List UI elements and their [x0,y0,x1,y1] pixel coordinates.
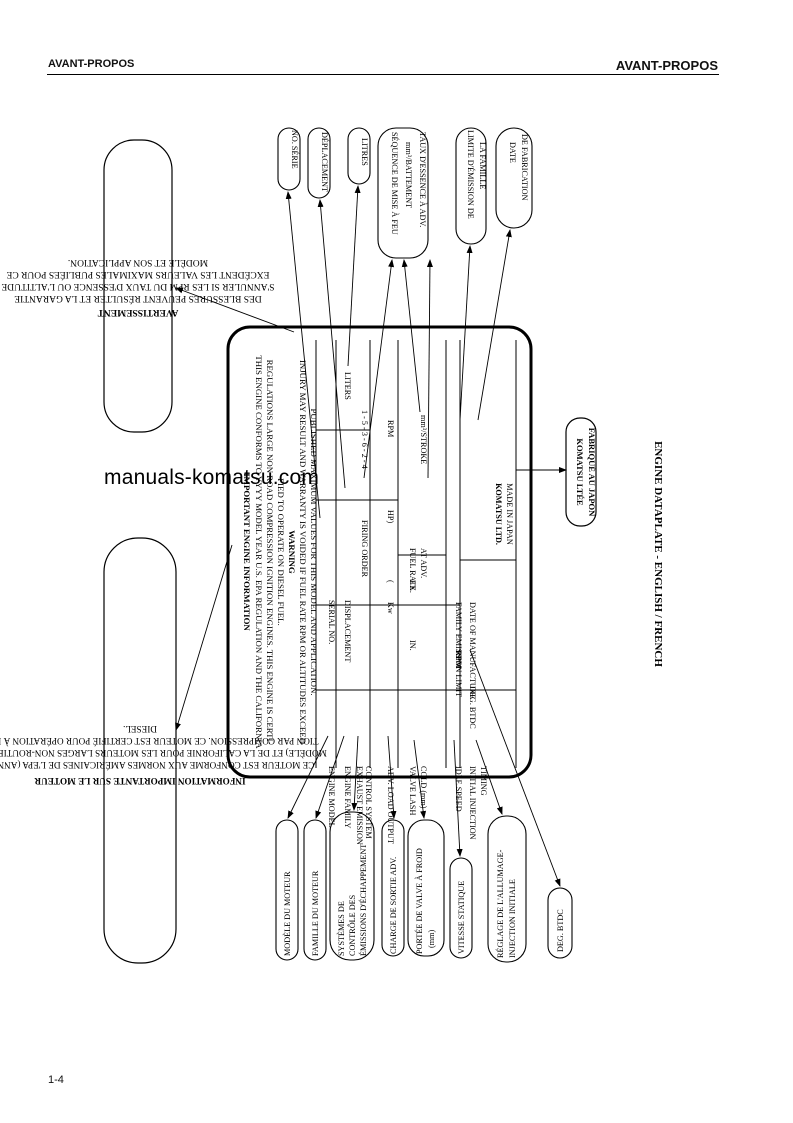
plate-made-in-japan: MADE IN JAPAN [505,483,514,545]
warning-line-1: DES BLESSURES PEUVENT RÉSULTER ET LA GAR… [14,293,262,305]
plate-intro-2: REGULATIONS LARGE NON ROAD COMPRESSION I… [265,360,275,745]
plate-date-of-manufacture: DATE OF MANUFACTURE [468,602,477,699]
callout-firing-sequence: SÉQUENCE DE MISE À FEU [390,132,400,235]
callout-mm3-beat: mm³/BATTEMENT [404,142,413,208]
plate-timing: TIMING [479,766,488,796]
engine-dataplate: IMPORTANT ENGINE INFORMATION THIS ENGINE… [226,325,533,845]
info-line-2: MODÈLE) ET DE LA CALIFORNIE POUR LES MOT… [0,748,327,758]
plate-engine-model: ENGINE MODEL [327,766,336,828]
plate-rpm: RPM [386,420,395,438]
plate-warning-1: INJURY MAY RESULT AND WARRANTY IS VOIDED… [298,360,308,744]
plate-paren: ( [386,580,395,583]
plate-at-adv: AT ADV. [419,548,428,578]
warning-title: AVERTISSEMENT [97,307,178,317]
plate-firing-sequence: 1 - 5 - 3 - 6 - 2 - 4 [360,410,369,469]
info-line-1: CE MOTEUR EST CONFORME AUX NORMES AMÉRIC… [0,760,314,770]
plate-firing-order: FIRING ORDER [360,520,369,578]
plate-exhaust-emission: EXHAUST EMISSION [355,766,364,845]
callout-engine-model: MODÈLE DU MOTEUR [282,871,292,956]
callout-deg-btdc: DEG. BTDC [556,909,565,952]
plate-liters: LITERS [343,372,352,400]
header-left: AVANT-PROPOS [48,58,135,70]
warning-bubble: AVERTISSEMENT DES BLESSURES PEUVENT RÉSU… [1,139,275,433]
plate-mm3-stroke: mm³/STROKE [419,415,428,464]
callout-idle-speed: VITESSE STATIQUE [457,881,466,954]
callout-date: DATE [508,142,517,163]
warning-line-4: MODÈLE ET SON APPLICATION. [68,257,208,269]
header-right: AVANT-PROPOS [615,58,718,73]
callout-systems-2: CONTRÔLE DES [347,894,357,956]
plate-idle-speed: IDLE SPEED [454,766,463,812]
callout-japon: FABRIQUÉ AU JAPON [587,428,597,517]
callout-emission-limit-1: LIMITE D'ÉMISSION DE [466,130,476,219]
plate-warning-2: PUBLISHED MAXIMUM VALUES FOR THIS MODEL … [309,408,319,695]
plate-deg-btdc: DEG. BTDC [468,686,477,729]
callout-systems-1: SYSTÈMES DE [336,901,346,956]
bottom-callouts [275,811,573,963]
plate-serial-no: SERIAL NO. [327,600,336,644]
plate-komatsu: KOMATSU LTD. [494,483,503,545]
callout-engine-family: FAMILLE DU MOTEUR [311,870,320,956]
info-line-3: TION PAR COMPRESSION. CE MOTEUR EST CERT… [0,736,319,746]
plate-warning-title: WARNING [287,530,297,574]
plate-fuel-rate: FUEL RATE [408,548,417,591]
plate-cold-mm: COLD (mm) [419,766,428,809]
plate-ex: EX. [408,580,417,593]
callout-fuel-rate: TAUX D'ESSENCE À ADV. [418,132,428,227]
callout-komatsu: KOMATSU LTÉE [575,438,585,506]
page-number: 1-4 [48,1074,64,1086]
plate-engine-family: ENGINE FAMILY [343,766,352,829]
plate-hp: HP) [386,510,395,523]
plate-control-system: CONTROL SYSTEM [364,766,373,839]
watermark: manuals-komatsu.com [104,466,320,489]
figure-caption: ENGINE DATAPLATE - ENGLISH / FRENCH [652,441,664,667]
info-bubble: INFORMATION IMPORTANTE SUR LE MOTEUR CE … [0,537,327,964]
leader-lines [175,185,567,887]
info-line-4: DIESEL. [123,724,157,734]
warning-line-3: EXCÉDENT LES VALEURS MAXIMALES PUBLIÉES … [6,269,269,281]
callout-timing-2: INJECTION INITIALE [508,879,517,958]
header-rule [47,74,719,75]
plate-adv-load-output: ADV. LOAD OUTPUT [386,766,395,844]
info-title: INFORMATION IMPORTANTE SUR LE MOTEUR [34,776,246,786]
plate-title: IMPORTANT ENGINE INFORMATION [242,473,252,631]
callout-timing-1: RÉGLAGE DE L'ALLUMAGE- [495,849,505,958]
callout-emission-limit-2: LA FAMILLE [478,142,487,189]
callout-systems-3: ÉMISSIONS D'ÉCHAPPEMENT [358,844,368,956]
callout-litres: LITRES [360,138,369,166]
plate-kw: Kw [386,602,395,614]
top-callouts [277,127,533,259]
warning-line-2: S'ANNULER SI LES RPM DU TAUX D'ESSENCE O… [1,281,274,291]
plate-intro-3: FIED TO OPERATE ON DIESEL FUEL. [276,478,286,625]
callout-valve-lash-mm: (mm) [427,930,436,948]
plate-displacement: DISPLACEMENT [343,600,352,662]
callout-load-output: CHARGE DE SORTIE ADV. [389,857,398,954]
plate-family-emission-limit: FAMILY EMISSION LIMIT [454,602,463,697]
callout-valve-lash: PORTÉE DE VALVE À FROID [414,848,424,954]
plate-initial-injection: INITIAL INJECTION [468,766,477,840]
callout-date-fabrication: DE FABRICATION [520,134,529,201]
plate-in: IN. [408,640,417,651]
callout-serial-no: NO. SÉRIE [290,130,300,169]
plate-valve-lash: VALVE LASH [408,766,417,815]
callout-displacement: DÉPLACEMENT [320,132,330,192]
plate-idle-rpm: RPM [454,650,463,669]
plate-intro-1: THIS ENGINE CONFORMS TO YYYY MODEL YEAR … [254,355,264,749]
